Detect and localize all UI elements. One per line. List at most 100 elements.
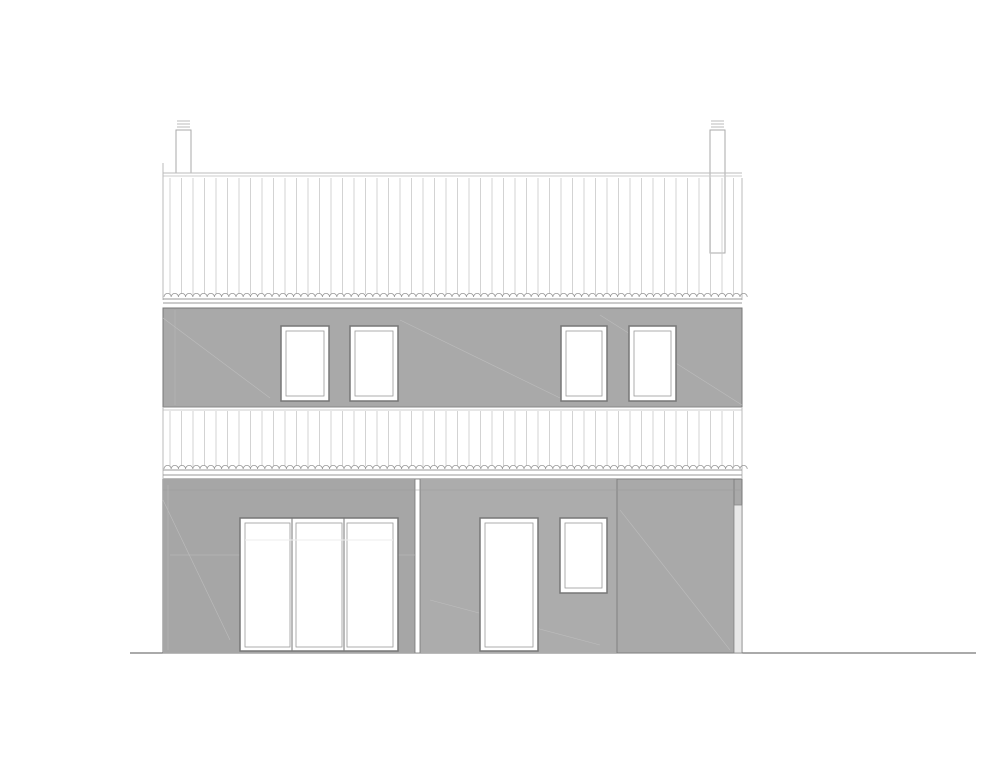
ridge-tile <box>646 465 654 470</box>
ridge-tile <box>242 293 251 298</box>
ridge-tile <box>199 465 208 470</box>
ridge-tile <box>415 293 424 298</box>
ridge-tile <box>466 293 474 298</box>
ridge-tile <box>530 293 539 298</box>
ridge-tile <box>444 293 453 298</box>
ridge-tile <box>566 293 575 298</box>
ridge-tile <box>329 293 338 298</box>
ridge-tile <box>494 293 503 298</box>
ridge-tile <box>178 465 186 470</box>
ridge-tile <box>307 465 316 470</box>
ridge-tile <box>336 465 345 470</box>
ridge-tile <box>624 465 633 470</box>
ridge-tile <box>221 465 230 470</box>
ridge-tile <box>314 465 323 470</box>
ridge-tile <box>293 465 302 470</box>
ridge-tile <box>610 293 618 298</box>
upper-window-2 <box>349 325 399 402</box>
ridge-tile <box>379 465 388 470</box>
ridge-tile <box>401 293 410 298</box>
ridge-tile <box>538 465 546 470</box>
ridge-tile <box>437 465 446 470</box>
ridge-tile <box>286 465 294 470</box>
ridge-tile <box>696 465 705 470</box>
ridge-tile <box>336 293 345 298</box>
ridge-tile <box>415 465 424 470</box>
ridge-tile <box>170 293 179 298</box>
ridge-tile <box>509 465 518 470</box>
ridge-tile <box>372 465 381 470</box>
ridge-tile <box>703 293 712 298</box>
ridge-tile <box>163 293 172 298</box>
ridge-tile <box>516 465 525 470</box>
ridge-tile <box>552 293 561 298</box>
ridge-tile <box>682 465 690 470</box>
ridge-tile <box>516 293 525 298</box>
ridge-tile <box>307 293 316 298</box>
ridge-tile <box>257 465 266 470</box>
ridge-tile <box>250 293 258 298</box>
ridge-tile <box>394 293 402 298</box>
ridge-tile <box>710 465 719 470</box>
ridge-tile <box>329 465 338 470</box>
ridge-tile <box>638 465 647 470</box>
ridge-tile <box>185 465 194 470</box>
ridge-tile <box>365 293 374 298</box>
ridge-tile <box>689 465 698 470</box>
ridge-tile <box>178 293 186 298</box>
ridge-tile <box>314 293 323 298</box>
ridge-tile <box>386 293 395 298</box>
ridge-tile <box>322 293 330 298</box>
ridge-tile <box>300 293 309 298</box>
ridge-tile <box>667 465 676 470</box>
ridge-tile <box>250 465 258 470</box>
ridge-tile <box>530 465 539 470</box>
ridge-tile <box>206 465 215 470</box>
ridge-tile <box>502 293 510 298</box>
ridge-tile <box>725 293 734 298</box>
ridge-tile <box>624 293 633 298</box>
ridge-tile <box>689 293 698 298</box>
ridge-tile <box>264 465 273 470</box>
ridge-tile <box>192 465 201 470</box>
ridge-tile <box>350 293 359 298</box>
ridge-tile <box>257 293 266 298</box>
ridge-tile <box>494 465 503 470</box>
ridge-tile <box>394 465 402 470</box>
ridge-tile <box>739 465 748 470</box>
ridge-tile <box>480 465 489 470</box>
roof-lower <box>162 406 748 478</box>
ridge-tile <box>235 293 244 298</box>
ridge-tile <box>437 293 446 298</box>
ridge-tile <box>206 293 215 298</box>
rear-door <box>479 517 539 652</box>
ridge-tile <box>401 465 410 470</box>
ridge-tile <box>732 465 741 470</box>
ridge-tile <box>502 465 510 470</box>
ridge-tile <box>646 293 654 298</box>
ridge-tile <box>408 293 417 298</box>
ridge-tile <box>581 293 590 298</box>
ridge-tile <box>610 465 618 470</box>
ridge-tile <box>674 465 683 470</box>
ridge-tile <box>559 465 568 470</box>
ridge-tile <box>343 465 352 470</box>
ridge-tile <box>271 465 280 470</box>
ridge-tile <box>199 293 208 298</box>
ridge-tile <box>235 465 244 470</box>
ridge-tile <box>653 465 662 470</box>
patio-sliding-door <box>239 517 399 652</box>
ridge-tile <box>422 293 431 298</box>
ridge-tile <box>595 293 604 298</box>
ridge-tile <box>358 465 366 470</box>
ridge-tile <box>293 293 302 298</box>
ridge-tile <box>480 293 489 298</box>
ridge-tile <box>674 293 683 298</box>
ground-window <box>559 517 608 594</box>
roof-upper-battens <box>169 178 734 294</box>
ridge-tile <box>509 293 518 298</box>
ridge-tile <box>588 465 597 470</box>
ridge-tile <box>552 465 561 470</box>
ridge-tile <box>451 293 460 298</box>
